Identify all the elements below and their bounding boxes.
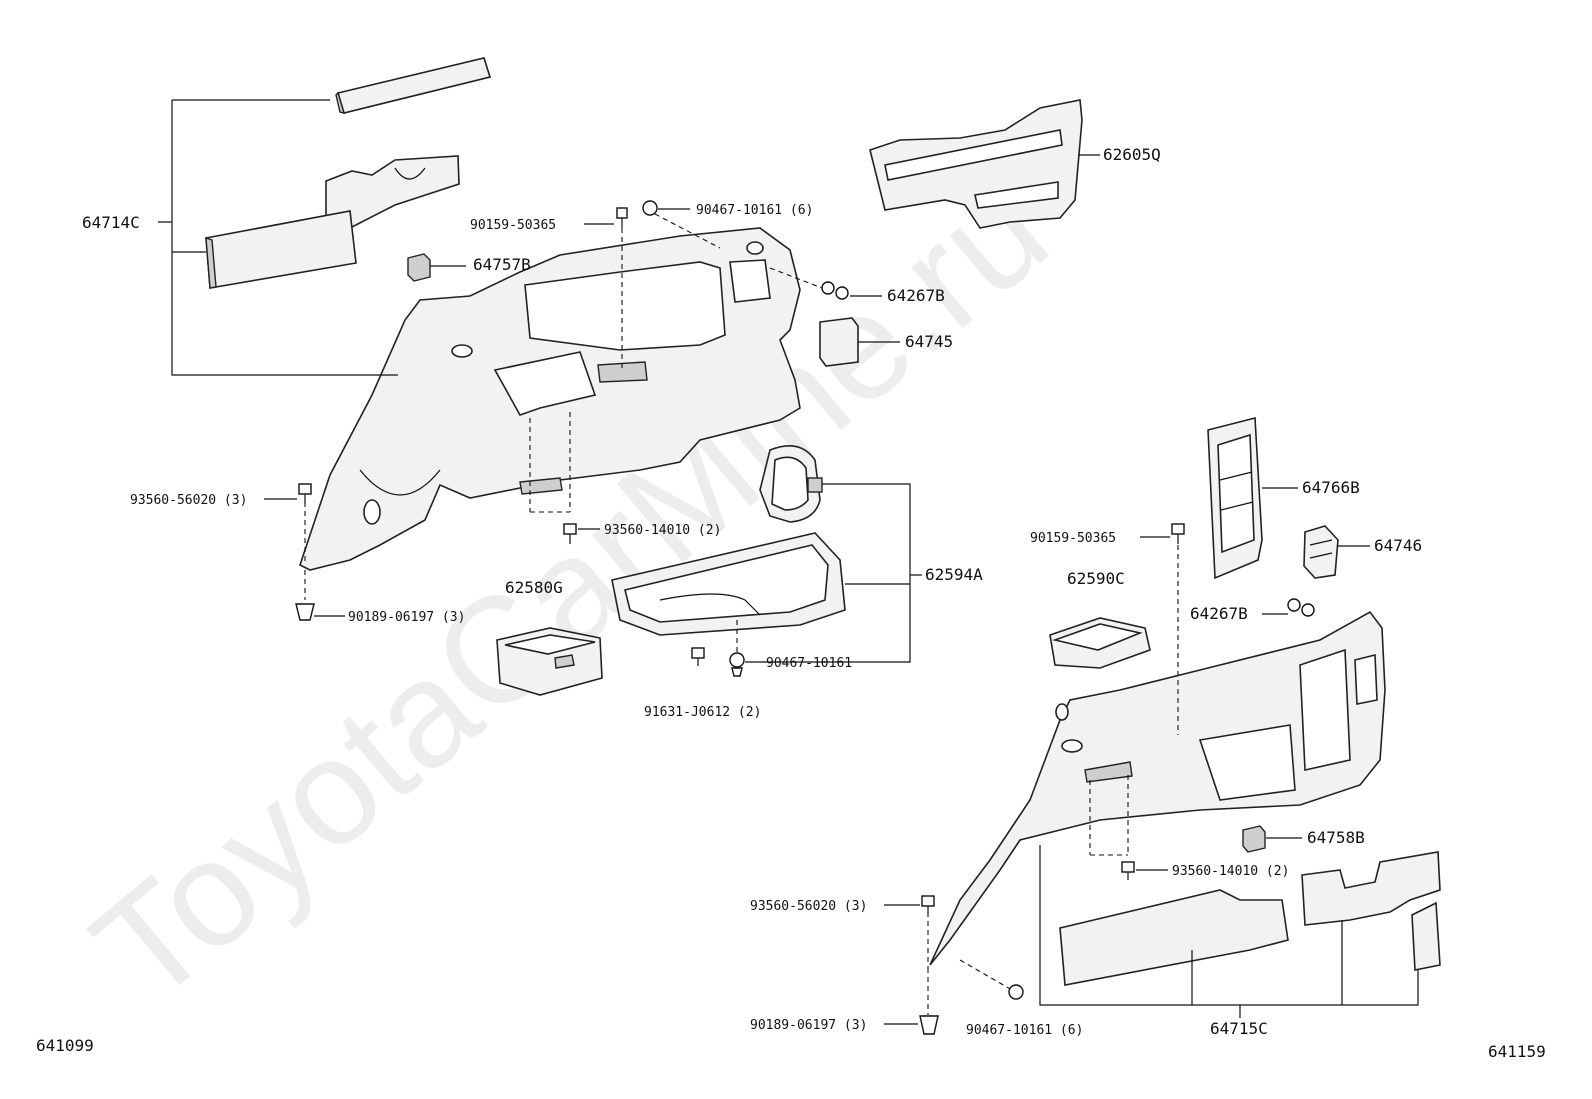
label-90189-06197-3-upper: 90189-06197 (3)	[348, 610, 465, 625]
trim-panel-pieces	[205, 155, 460, 289]
clip-90467-10161-tray	[729, 652, 745, 677]
label-64715c: 64715C	[1210, 1019, 1268, 1038]
screw-93560-14010-upper	[563, 523, 577, 544]
label-90159-50365-upper: 90159-50365	[470, 218, 556, 233]
screw-90159-upper	[616, 207, 628, 228]
label-62590c: 62590C	[1067, 569, 1125, 588]
label-62580g: 62580G	[505, 578, 563, 597]
quarter-trim-lower	[929, 610, 1386, 966]
label-90467-10161-6-lower: 90467-10161 (6)	[966, 1023, 1083, 1038]
diagram-code-right: 641159	[1488, 1042, 1546, 1061]
label-62605q: 62605Q	[1103, 145, 1161, 164]
label-62594a: 62594A	[925, 565, 983, 584]
clip-64758b	[1242, 825, 1266, 853]
label-64745: 64745	[905, 332, 953, 351]
screw-93560-14010-lower	[1121, 861, 1135, 880]
clip-90189-06197-lower	[919, 1015, 939, 1035]
screw-93560-56020-upper	[298, 483, 312, 504]
label-64267b-lower: 64267B	[1190, 604, 1248, 623]
diagram-code-left: 641099	[36, 1036, 94, 1055]
box-62580g	[496, 627, 603, 696]
label-93560-56020-3-upper: 93560-56020 (3)	[130, 493, 247, 508]
box-62590c	[1049, 617, 1151, 669]
trim-strip-top	[335, 57, 492, 114]
label-93560-14010-2-lower: 93560-14010 (2)	[1172, 864, 1289, 879]
cover-64746	[1303, 525, 1339, 579]
trim-pieces-64715c	[1059, 851, 1441, 986]
clip-90189-06197-upper	[295, 603, 315, 621]
clip-90467-10161-lower	[1008, 984, 1024, 1000]
screw-90159-lower	[1171, 523, 1185, 544]
clip-64757b	[407, 253, 431, 282]
clip-90467-upper	[642, 200, 658, 216]
panel-64766b	[1207, 416, 1263, 580]
label-90467-10161-tray: 90467-10161	[766, 656, 852, 671]
screw-91631-j0612	[691, 647, 705, 666]
label-93560-14010-2-upper: 93560-14010 (2)	[604, 523, 721, 538]
label-93560-56020-3-lower: 93560-56020 (3)	[750, 899, 867, 914]
strap-62594a	[759, 444, 823, 523]
panel-62605q	[869, 99, 1083, 229]
screw-93560-56020-lower	[921, 895, 935, 914]
tray-62594a	[611, 532, 846, 636]
label-64766b: 64766B	[1302, 478, 1360, 497]
clip-64267b-upper	[821, 281, 849, 300]
label-64758b: 64758B	[1307, 828, 1365, 847]
cover-64745	[819, 317, 859, 367]
label-64757b: 64757B	[473, 255, 531, 274]
label-91631-j0612-2: 91631-J0612 (2)	[644, 705, 761, 720]
clip-64267b-lower	[1287, 598, 1315, 617]
label-64746: 64746	[1374, 536, 1422, 555]
label-64267b-upper: 64267B	[887, 286, 945, 305]
quarter-trim-upper	[299, 227, 801, 571]
label-90189-06197-3-lower: 90189-06197 (3)	[750, 1018, 867, 1033]
label-64714c: 64714C	[82, 213, 140, 232]
label-90159-50365-lower: 90159-50365	[1030, 531, 1116, 546]
label-90467-10161-6-upper: 90467-10161 (6)	[696, 203, 813, 218]
